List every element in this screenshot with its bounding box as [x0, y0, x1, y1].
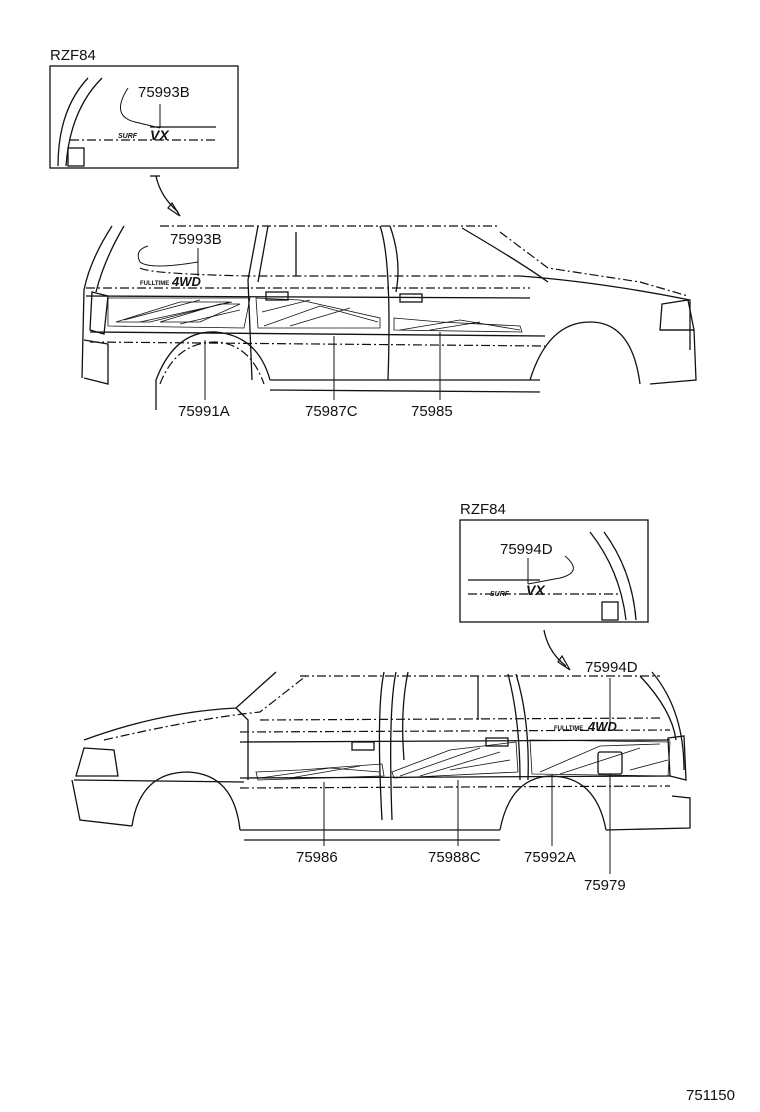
- bottom-inset-part-label: 75994D: [500, 541, 553, 558]
- bottom-4wd-text: 4WD: [587, 719, 618, 734]
- bottom-inset-frame: [459, 519, 649, 623]
- top-inset: RZF84 75993B SURF VX: [49, 47, 239, 169]
- top-part-1: 75991A: [178, 403, 230, 420]
- top-4wd-text: 4WD: [171, 274, 202, 289]
- bottom-body-part-label: 75994D: [585, 659, 638, 676]
- bottom-inset-logo-large: VX: [526, 582, 546, 598]
- bottom-inset: RZF84 75994D SURF VX: [459, 501, 649, 623]
- top-inset-frame: [49, 65, 239, 169]
- top-part-2: 75987C: [305, 403, 358, 420]
- bottom-fulltime-text: FULLTIME: [554, 726, 583, 732]
- bottom-inset-model-label: RZF84: [460, 501, 506, 518]
- top-inset-model-label: RZF84: [50, 47, 96, 64]
- top-inset-logo-large: VX: [150, 127, 170, 143]
- bottom-part-1: 75986: [296, 849, 338, 866]
- top-car: FULLTIME 4WD 75993B 75991A 75987C 75985: [81, 225, 697, 420]
- top-body-part-label: 75993B: [170, 231, 222, 248]
- bottom-arrow: [543, 629, 567, 667]
- top-arrow: [155, 175, 179, 213]
- bottom-part-4: 75979: [584, 877, 626, 894]
- bottom-car: FULLTIME 4WD 75994D 75986 75988C 75992A …: [71, 659, 691, 894]
- top-inset-part-label: 75993B: [138, 84, 190, 101]
- bottom-part-2: 75988C: [428, 849, 481, 866]
- bottom-inset-logo-small: SURF: [490, 591, 510, 598]
- top-inset-logo-small: SURF: [118, 133, 138, 140]
- top-fulltime-text: FULLTIME: [140, 281, 169, 287]
- diagram-id: 751150: [686, 1087, 735, 1104]
- top-part-3: 75985: [411, 403, 453, 420]
- bottom-part-3: 75992A: [524, 849, 576, 866]
